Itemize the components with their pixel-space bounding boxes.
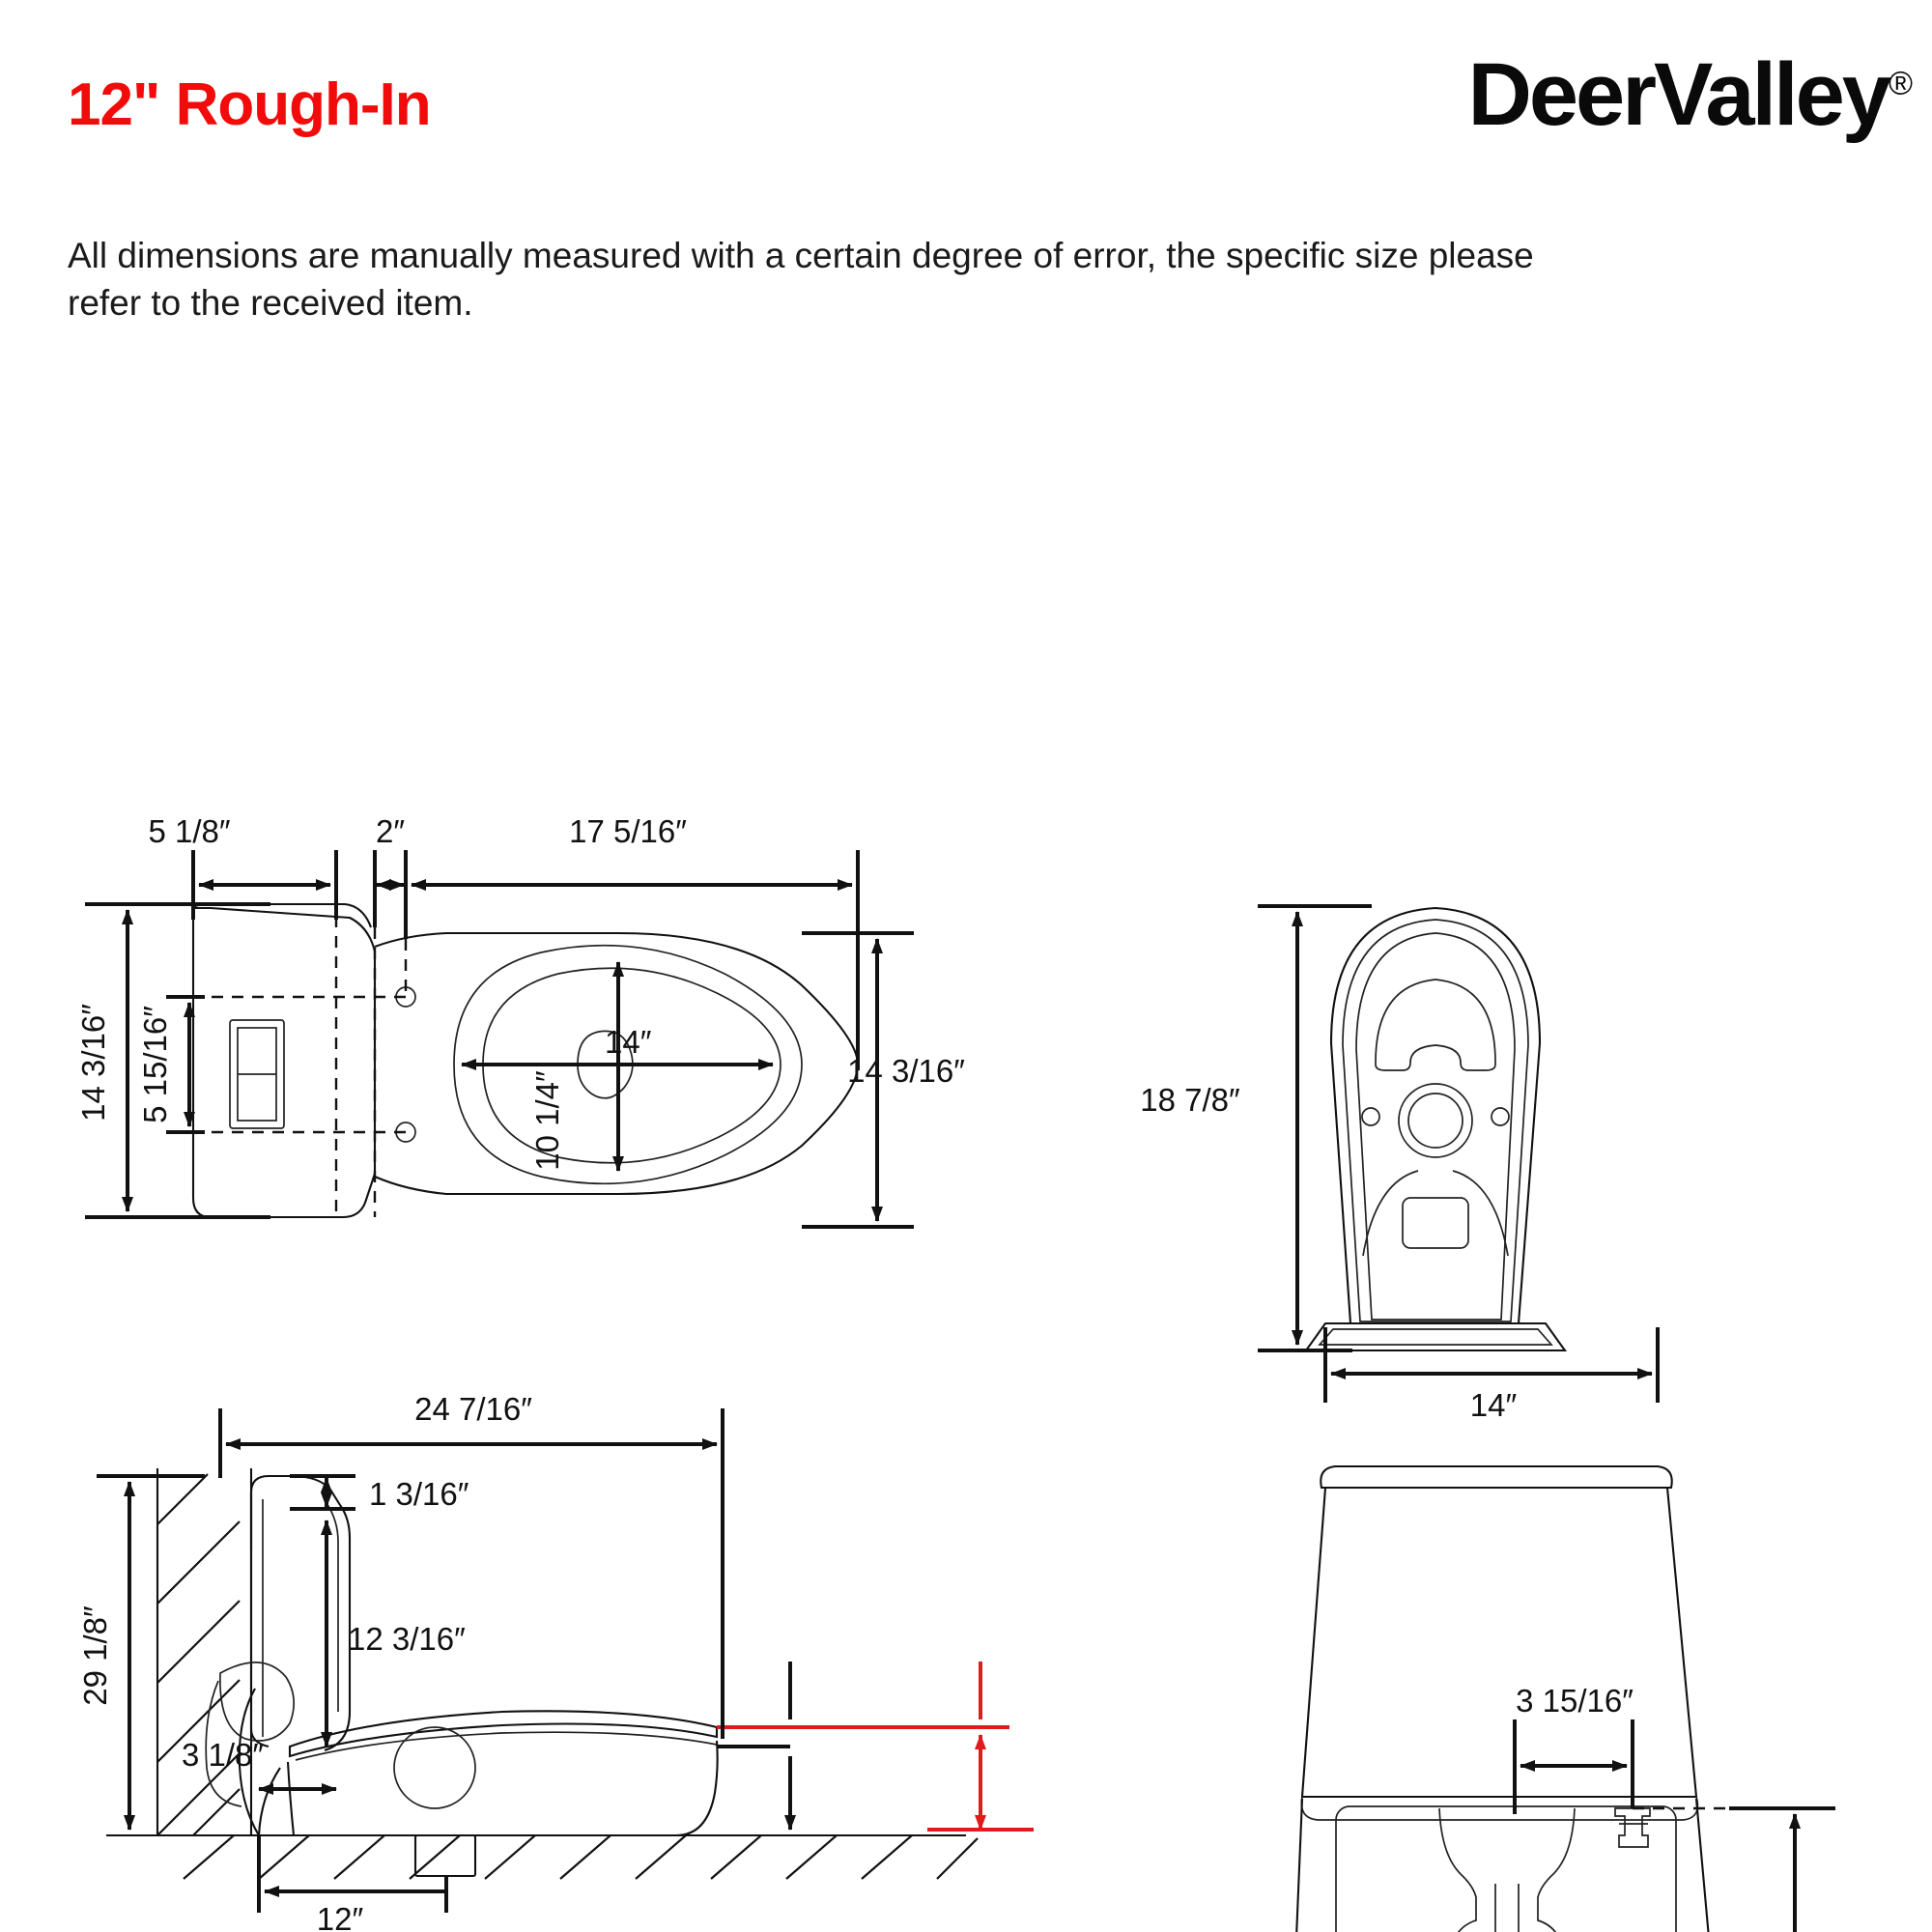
dim-overall-width-right: 14 3/16″ — [847, 1053, 965, 1089]
dim-overall-height: 29 1/8″ — [77, 1605, 113, 1706]
front-view-group: 18 7/8″ 14″ — [1140, 904, 1660, 1423]
dim-bowl-opening: 10 1/4″ — [529, 1070, 565, 1171]
registered-trademark-icon: ® — [1888, 65, 1913, 102]
disclaimer-text: All dimensions are manually measured wit… — [68, 236, 1534, 324]
dim-tank-height: 12 3/16″ — [348, 1621, 466, 1657]
dim-bowl-width: 14″ — [605, 1024, 652, 1060]
dim-bowl-length: 17 5/16″ — [569, 813, 687, 849]
dim-front-length: 18 7/8″ — [1140, 1082, 1240, 1118]
brand-name: DeerValley — [1467, 45, 1890, 144]
dim-tank-depth: 5 1/8″ — [148, 813, 230, 849]
technical-drawing: .obj{fill:none;stroke:#111;stroke-width:… — [75, 813, 1835, 1932]
dim-bolt-spacing-top: 5 15/16″ — [137, 1006, 173, 1123]
dim-wall-clearance: 3 1/8″ — [182, 1737, 264, 1773]
brand-logo: DeerValley® — [1467, 50, 1913, 139]
dim-lid-thickness: 1 3/16″ — [369, 1476, 469, 1512]
dim-inlet-offset: 3 15/16″ — [1516, 1683, 1634, 1719]
top-view-group: 5 1/8″ 2″ 17 5/16″ 14 3/16″ 5 15/16″ — [75, 813, 965, 1229]
dim-gap: 2″ — [376, 813, 405, 849]
side-view-group: 24 7/16″ 1 3/16″ 12 3/16″ 29 1/8″ 3 1/8″… — [77, 1391, 1034, 1932]
dim-overall-length: 24 7/16″ — [414, 1391, 532, 1427]
dim-front-width: 14″ — [1470, 1387, 1518, 1423]
dim-overall-width-left: 14 3/16″ — [75, 1004, 111, 1122]
dim-rough-in: 12″ — [317, 1901, 364, 1932]
page-title: 12" Rough-In — [68, 71, 432, 138]
rear-view-group: 3 15/16″ 15 3/8″ 5 15/16″ 13 3/8″ — [1295, 1464, 1835, 1932]
